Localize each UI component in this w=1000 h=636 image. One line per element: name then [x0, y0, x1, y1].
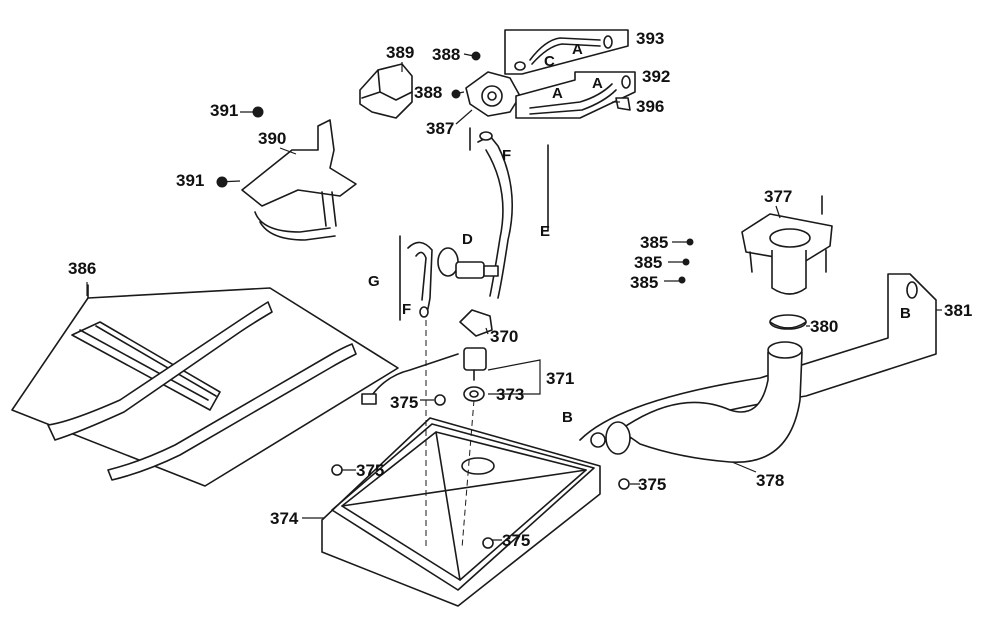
label-374: 374 [270, 509, 299, 528]
label-393: 393 [636, 29, 665, 48]
label-370: 370 [490, 327, 519, 346]
part-380-clamp [769, 314, 807, 330]
part-378-elbow-hose [605, 341, 803, 463]
letter-F-top: F [502, 147, 512, 164]
label-390: 390 [258, 129, 287, 148]
letter-E: E [540, 223, 551, 240]
label-388-bottom: 388 [414, 83, 443, 102]
label-392: 392 [642, 67, 671, 86]
label-388-top: 388 [432, 45, 461, 64]
part-387-valve [465, 71, 521, 117]
label-385-c: 385 [630, 273, 659, 292]
label-381: 381 [944, 301, 973, 320]
part-373-washer [463, 386, 485, 402]
leader-lines [86, 53, 942, 541]
letter-G: G [368, 273, 380, 290]
part-370-cap [459, 309, 493, 337]
letter-D: D [462, 231, 473, 248]
letter-B-tub: B [562, 409, 573, 426]
label-375-a: 375 [390, 393, 419, 412]
label-377: 377 [764, 187, 793, 206]
label-387: 387 [426, 119, 455, 138]
part-386-bracket-kit [11, 284, 399, 487]
part-sensor-D [437, 247, 499, 279]
letter-C: C [544, 53, 555, 70]
label-386: 386 [68, 259, 97, 278]
part-377-coupling [741, 195, 833, 295]
letter-F-bottom: F [402, 301, 412, 318]
part-393-hose [504, 29, 629, 75]
part-hose-G-F [399, 235, 433, 321]
label-391-top: 391 [210, 101, 239, 120]
label-389: 389 [386, 43, 415, 62]
label-396: 396 [636, 97, 665, 116]
letter-A-393: A [572, 41, 583, 58]
part-374-tub [321, 417, 601, 607]
label-380: 380 [810, 317, 839, 336]
part-389-housing [359, 63, 413, 119]
label-385-b: 385 [634, 253, 663, 272]
letter-B-381: B [900, 305, 911, 322]
label-385-a: 385 [640, 233, 669, 252]
label-375-d: 375 [502, 531, 531, 550]
label-375-c: 375 [638, 475, 667, 494]
label-373: 373 [496, 385, 525, 404]
label-378: 378 [756, 471, 785, 490]
label-371: 371 [546, 369, 575, 388]
label-391-bottom: 391 [176, 171, 205, 190]
part-392-hose [515, 71, 636, 119]
part-371-switch [361, 347, 487, 405]
part-390-bracket [241, 119, 357, 241]
letter-A-392-top: A [592, 75, 603, 92]
letter-A-392-bottom: A [552, 85, 563, 102]
label-375-b: 375 [356, 461, 385, 480]
part-hose-E-F [469, 127, 549, 299]
